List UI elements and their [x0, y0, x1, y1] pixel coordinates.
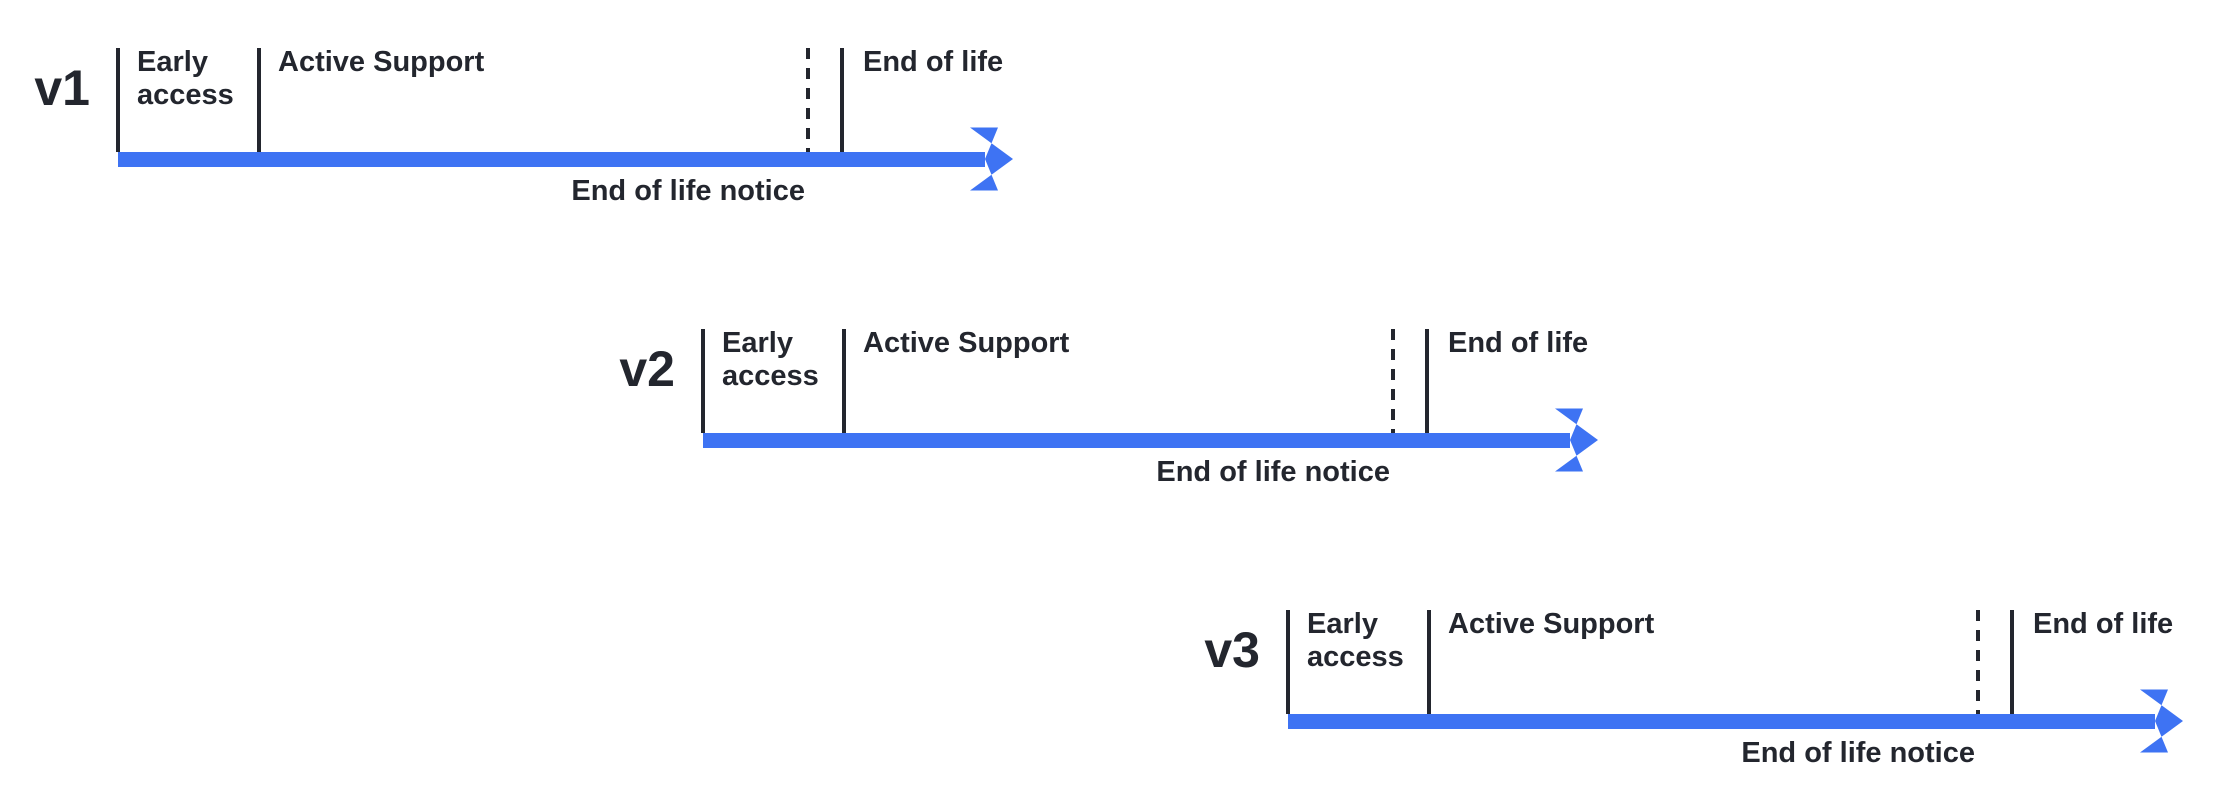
end-of-life-notice-tick [806, 48, 810, 152]
timeline-start-tick [116, 48, 120, 152]
version-label: v2 [619, 341, 675, 397]
active-support-label: Active Support [863, 327, 1070, 359]
timeline-bar [118, 152, 985, 167]
early-access-label: Early access [137, 46, 234, 111]
end-of-life-tick [840, 48, 844, 152]
end-of-life-notice-label: End of life notice [1741, 737, 1975, 769]
timeline-row-v1: v1 Early access Active Support End of li… [34, 46, 1178, 228]
arrowhead-icon [970, 127, 1013, 191]
version-label: v1 [34, 60, 90, 116]
end-of-life-label: End of life [1448, 327, 1589, 359]
end-of-life-notice-label: End of life notice [1156, 456, 1390, 488]
end-of-life-label: End of life [2033, 608, 2174, 640]
early-access-end-tick [1427, 610, 1431, 714]
early-access-label: Early access [722, 327, 819, 392]
timeline-start-tick [1286, 610, 1290, 714]
end-of-life-tick [1425, 329, 1429, 433]
end-of-life-notice-tick [1391, 329, 1395, 433]
arrowhead-icon [1555, 408, 1598, 472]
timeline-bar [1288, 714, 2155, 729]
timeline-start-tick [701, 329, 705, 433]
timeline-row-v2: v2 Early access Active Support End of li… [619, 327, 1763, 509]
end-of-life-label: End of life [863, 46, 1004, 78]
timeline-row-v3: v3 Early access Active Support End of li… [1204, 608, 2228, 790]
active-support-label: Active Support [1448, 608, 1655, 640]
end-of-life-tick [2010, 610, 2014, 714]
early-access-label: Early access [1307, 608, 1404, 673]
active-support-label: Active Support [278, 46, 485, 78]
early-access-end-tick [257, 48, 261, 152]
end-of-life-notice-label: End of life notice [571, 175, 805, 207]
version-label: v3 [1204, 622, 1260, 678]
arrowhead-icon [2140, 689, 2183, 753]
end-of-life-notice-tick [1976, 610, 1980, 714]
early-access-end-tick [842, 329, 846, 433]
timeline-bar [703, 433, 1570, 448]
